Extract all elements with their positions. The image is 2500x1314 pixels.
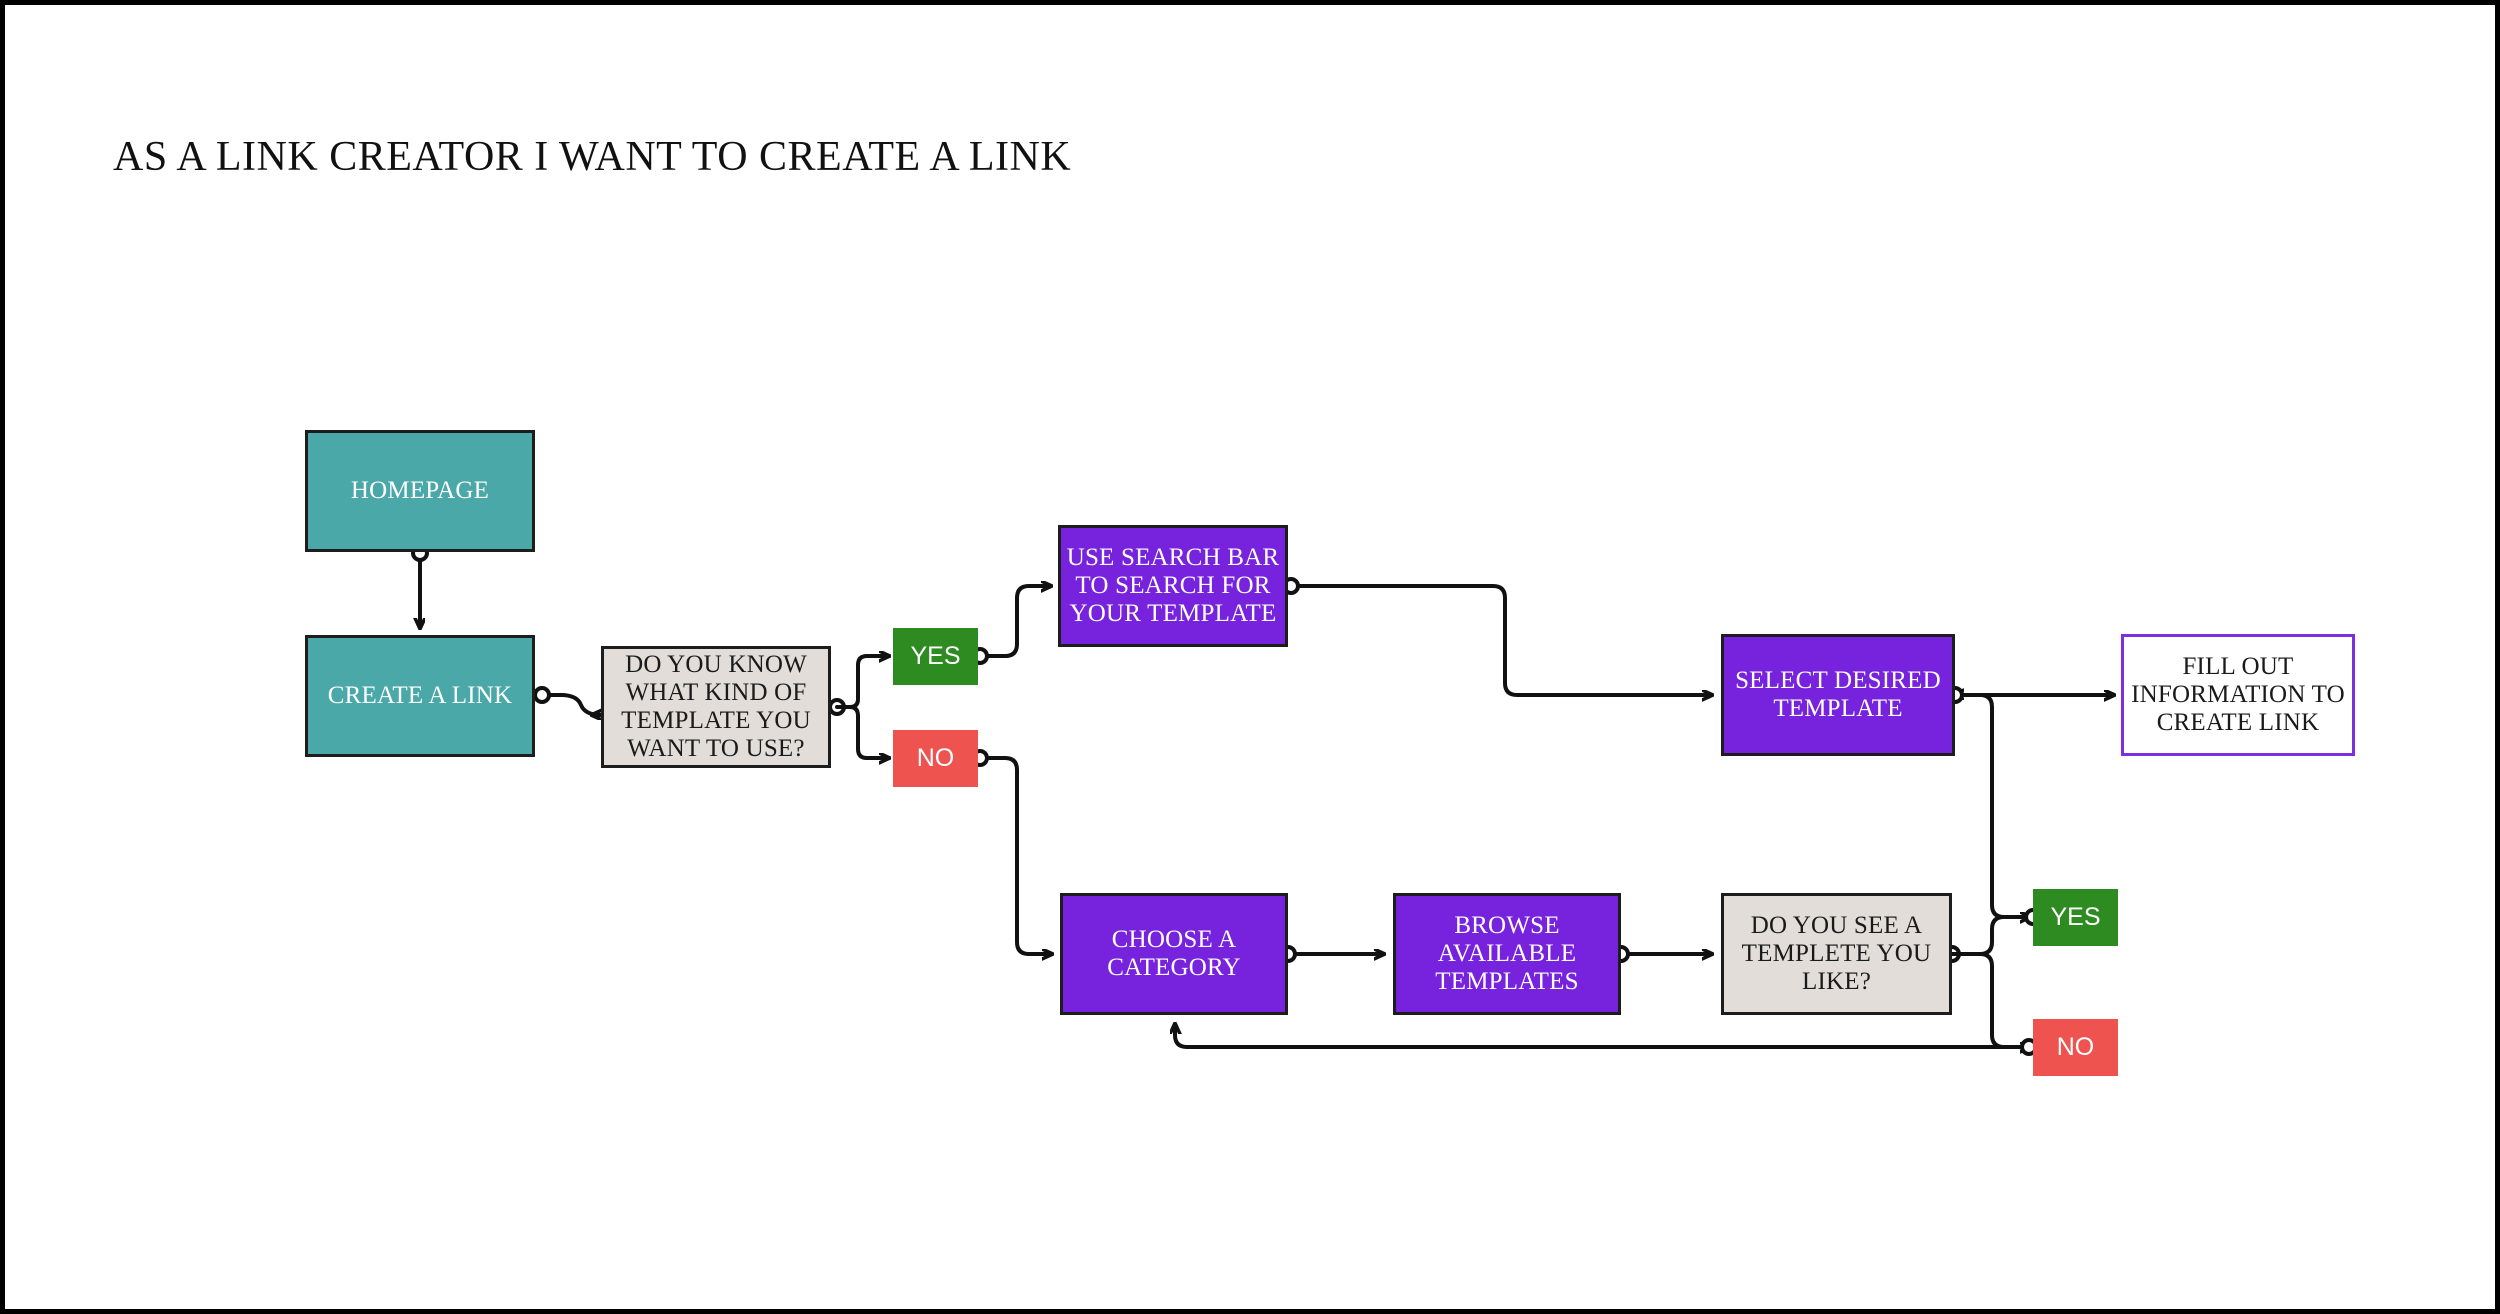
node-select-desired-template-label: SELECT DESIRED TEMPLATE xyxy=(1735,667,1941,722)
edge-create-decision1 xyxy=(540,693,603,715)
node-use-search-bar-label: USE SEARCH BAR TO SEARCH FOR YOUR TEMPLA… xyxy=(1066,544,1280,627)
edge-source-dot xyxy=(828,698,846,716)
node-select-desired-template[interactable]: SELECT DESIRED TEMPLATE xyxy=(1721,634,1955,756)
node-decision-know-template[interactable]: DO YOU KNOW WHAT KIND OF TEMPLATE YOU WA… xyxy=(601,646,831,768)
node-homepage-label: HOMEPAGE xyxy=(350,477,490,504)
edge-decision2-yes xyxy=(1950,917,2029,956)
node-decision-see-template[interactable]: DO YOU SEE A TEMPLETE YOU LIKE? xyxy=(1721,893,1952,1015)
node-fill-out-information[interactable]: FILL OUT INFORMATION TO CREATE LINK xyxy=(2121,634,2355,756)
badge-no-see-template[interactable]: NO xyxy=(2033,1019,2118,1076)
node-decision-see-template-label: DO YOU SEE A TEMPLETE YOU LIKE? xyxy=(1741,912,1932,995)
node-decision-know-template-label: DO YOU KNOW WHAT KIND OF TEMPLATE YOU WA… xyxy=(621,651,811,762)
node-browse-available-templates-label: BROWSE AVAILABLE TEMPLATES xyxy=(1435,912,1579,995)
badge-yes-know-template-label: YES xyxy=(910,642,961,670)
edge-decision1-no xyxy=(835,705,888,758)
node-create-a-link[interactable]: CREATE A LINK xyxy=(305,635,535,757)
badge-yes-know-template[interactable]: YES xyxy=(893,628,978,685)
badge-no-see-template-label: NO xyxy=(2056,1033,2095,1061)
node-fill-out-information-label: FILL OUT INFORMATION TO CREATE LINK xyxy=(2131,653,2345,736)
badge-yes-see-template-label: YES xyxy=(2050,903,2101,931)
node-use-search-bar[interactable]: USE SEARCH BAR TO SEARCH FOR YOUR TEMPLA… xyxy=(1058,525,1288,647)
node-homepage[interactable]: HOMEPAGE xyxy=(305,430,535,552)
edge-decision2-no xyxy=(1950,952,2029,1047)
node-choose-a-category-label: CHOOSE A CATEGORY xyxy=(1107,926,1241,981)
edge-no2-category xyxy=(1175,1025,2031,1049)
node-choose-a-category[interactable]: CHOOSE A CATEGORY xyxy=(1060,893,1288,1015)
badge-yes-see-template[interactable]: YES xyxy=(2033,889,2118,946)
badge-no-know-template-label: NO xyxy=(916,744,955,772)
node-create-a-link-label: CREATE A LINK xyxy=(327,682,513,709)
edge-decision1-yes xyxy=(835,656,888,709)
edge-search-select xyxy=(1289,584,1711,695)
badge-no-know-template[interactable]: NO xyxy=(893,730,978,787)
edge-yes1-search xyxy=(978,586,1050,658)
edge-source-dot xyxy=(533,686,551,704)
edge-yes2-select xyxy=(1955,695,2035,919)
node-browse-available-templates[interactable]: BROWSE AVAILABLE TEMPLATES xyxy=(1393,893,1621,1015)
edge-no1-category xyxy=(978,756,1051,954)
page-title: AS A LINK CREATOR I WANT TO CREATE A LIN… xyxy=(113,134,1072,180)
